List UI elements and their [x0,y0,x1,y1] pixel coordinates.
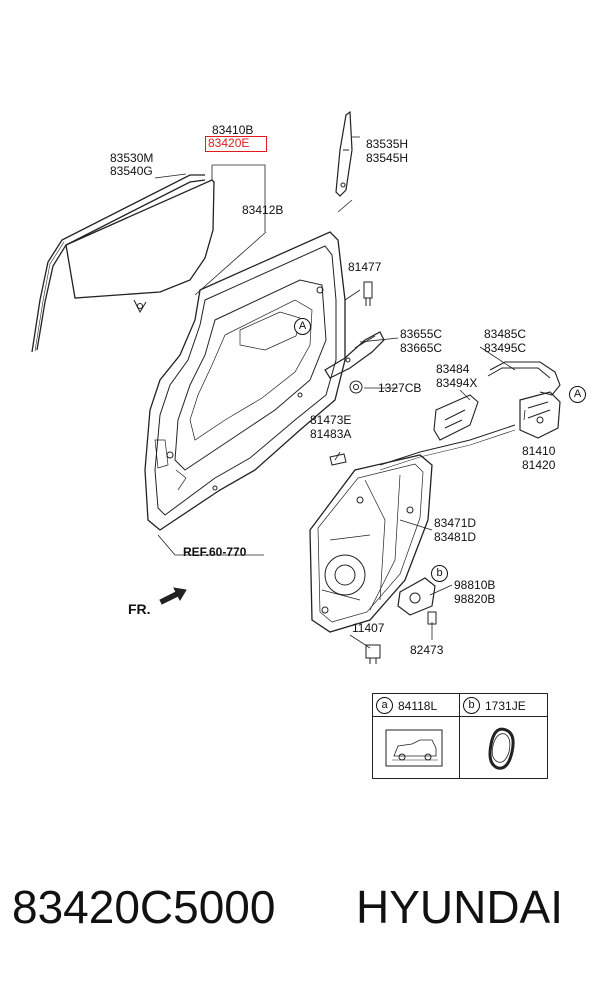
front-arrow-icon [159,587,187,605]
part-label-11407: 11407 [352,621,385,635]
highlighted-part-box: 83420E [205,136,267,152]
legend-part-b: 1731JE [485,699,526,713]
rear-channel [335,110,353,197]
part-label-98810b: 98810B [454,578,496,592]
legend-letter-a: a [376,697,393,714]
reference-label: REF.60-770 [183,545,247,559]
part-label-83665c: 83665C [400,341,443,355]
lock-cable [487,361,561,396]
footer-part-number: 83420C5000 [12,881,276,933]
legend-part-a: 84118L [398,699,438,713]
window-motor [397,577,436,616]
part-label-83481d: 83481D [434,530,477,544]
part-label-81410: 81410 [522,444,556,458]
legend-divider-horizontal [373,716,547,717]
door-shell [144,231,346,531]
part-label-83655c: 83655C [400,327,443,341]
door-latch [519,391,561,439]
door-module [309,454,433,633]
nut-1327cb [349,380,363,394]
footer-brand: HYUNDAI [356,881,564,933]
callout-b-module: b [431,565,448,582]
label-sticker-icon [385,729,443,767]
part-label-83495c: 83495C [484,341,527,355]
bolt-81477 [363,281,373,306]
part-label-98820b: 98820B [454,592,496,606]
part-label-83545h: 83545H [366,151,409,165]
part-label-83535h: 83535H [366,137,409,151]
legend-divider-vertical [459,694,460,778]
part-label-81420: 81420 [522,458,556,472]
part-label-1327cb: 1327CB [378,381,422,395]
bolt-82473 [427,611,437,625]
front-direction-label: FR. [128,601,151,617]
callout-a-latch: A [569,386,586,403]
grommet-icon [488,727,515,770]
leader-lines [154,136,526,649]
part-label-83412b: 83412B [242,203,284,217]
clip-81473e [329,453,347,466]
part-label-83485c: 83485C [484,327,527,341]
part-label-83484: 83484 [436,362,470,376]
cable-bracket [433,394,479,441]
part-label-81473e: 81473E [310,413,352,427]
part-label-83530m: 83530M [110,151,154,165]
legend-letter-b: b [463,697,480,714]
door-glass [65,179,215,314]
bolt-11407 [365,644,381,664]
part-label-81483a: 81483A [310,427,352,441]
part-label-83540g: 83540G [110,164,153,178]
latch-cable [379,424,516,471]
part-label-83410b: 83410B [212,123,254,137]
part-label-81477: 81477 [348,260,382,274]
legend-box: a 84118L b 1731JE [372,693,548,779]
outside-handle [324,331,385,379]
part-label-83494x: 83494X [436,376,478,390]
glass-run-channel [31,174,206,353]
callout-a-door: A [294,318,311,335]
footer: 83420C5000 HYUNDAI [0,880,600,950]
part-label-83420e: 83420E [208,136,250,150]
part-label-83471d: 83471D [434,516,477,530]
part-label-82473: 82473 [410,643,444,657]
